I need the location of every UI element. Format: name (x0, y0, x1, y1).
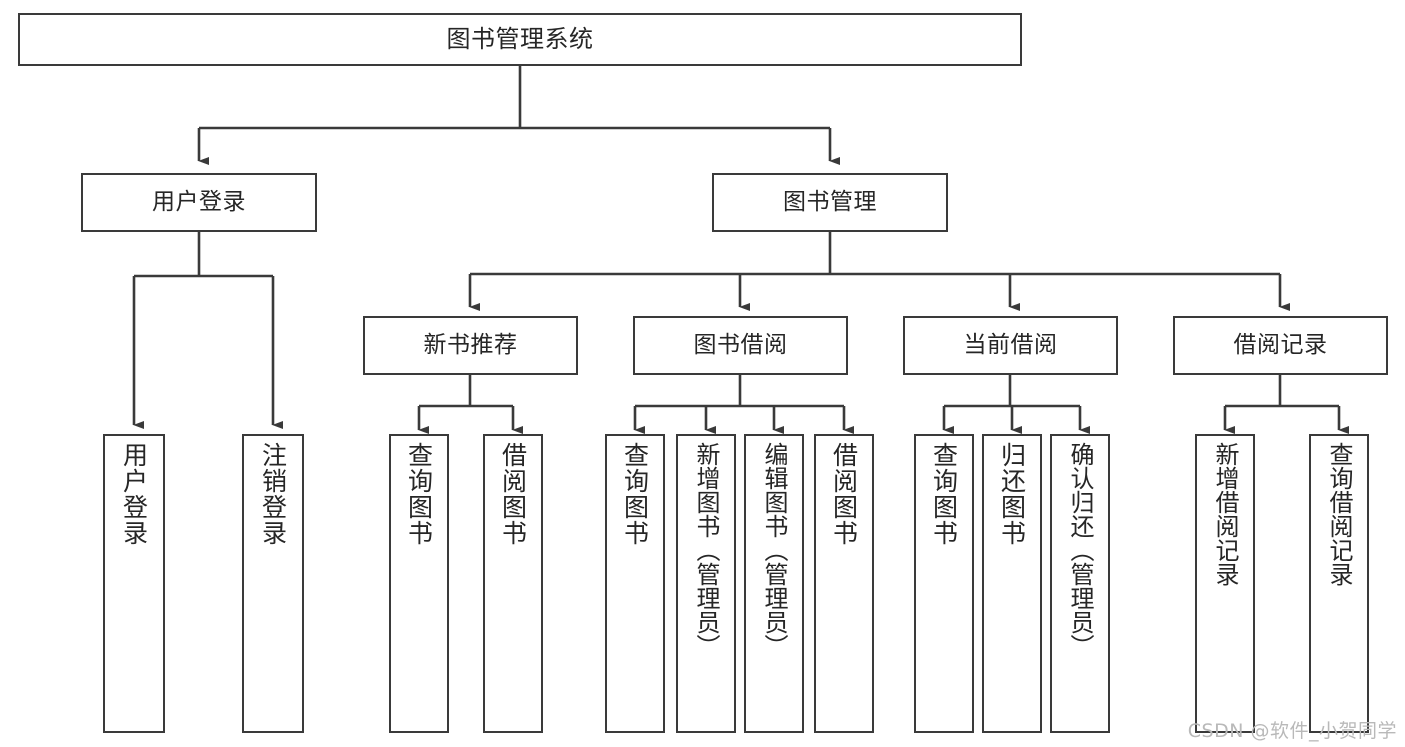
node-label: 查询图书 (404, 442, 434, 546)
node-label: 图书借阅 (693, 332, 788, 359)
node-label: 查询借阅记录 (1325, 442, 1353, 586)
node-label: 借阅记录 (1233, 332, 1328, 359)
node-label: 当前借阅 (963, 332, 1058, 359)
leaf-user-login[interactable]: 用户登录 (103, 434, 165, 733)
node-label: 图书管理系统 (446, 24, 594, 53)
node-label: 新增借阅记录 (1211, 442, 1239, 586)
node-book-borrow[interactable]: 图书借阅 (633, 316, 848, 375)
node-label: 确认归还（管理员） (1066, 442, 1094, 658)
node-label: 注销登录 (258, 442, 288, 546)
leaf-query-book-recommend[interactable]: 查询图书 (389, 434, 449, 733)
leaf-logout[interactable]: 注销登录 (242, 434, 304, 733)
node-label: 新增图书（管理员） (692, 442, 720, 658)
node-label: 编辑图书（管理员） (760, 442, 788, 658)
leaf-add-book[interactable]: 新增图书（管理员） (676, 434, 736, 733)
leaf-confirm-return[interactable]: 确认归还（管理员） (1050, 434, 1110, 733)
node-label: 查询图书 (929, 442, 959, 546)
node-user-login[interactable]: 用户登录 (81, 173, 317, 232)
leaf-borrow-book[interactable]: 借阅图书 (814, 434, 874, 733)
node-label: 用户登录 (119, 442, 149, 546)
node-borrow-record[interactable]: 借阅记录 (1173, 316, 1388, 375)
node-label: 新书推荐 (423, 332, 518, 359)
node-book-manage[interactable]: 图书管理 (712, 173, 948, 232)
leaf-query-book-current[interactable]: 查询图书 (914, 434, 974, 733)
node-label: 借阅图书 (498, 442, 528, 546)
node-label: 图书管理 (783, 189, 877, 216)
leaf-borrow-book-recommend[interactable]: 借阅图书 (483, 434, 543, 733)
leaf-return-book[interactable]: 归还图书 (982, 434, 1042, 733)
leaf-query-book-borrow[interactable]: 查询图书 (605, 434, 665, 733)
leaf-edit-book[interactable]: 编辑图书（管理员） (744, 434, 804, 733)
node-new-book-recommend[interactable]: 新书推荐 (363, 316, 578, 375)
leaf-query-borrow-record[interactable]: 查询借阅记录 (1309, 434, 1369, 733)
leaf-add-borrow-record[interactable]: 新增借阅记录 (1195, 434, 1255, 733)
node-current-borrow[interactable]: 当前借阅 (903, 316, 1118, 375)
node-label: 查询图书 (620, 442, 650, 546)
node-root-system[interactable]: 图书管理系统 (18, 13, 1022, 66)
node-label: 借阅图书 (829, 442, 859, 546)
csdn-watermark: CSDN @软件_小贺同学 (1187, 720, 1397, 742)
node-label: 用户登录 (152, 189, 246, 216)
node-label: 归还图书 (997, 442, 1027, 546)
